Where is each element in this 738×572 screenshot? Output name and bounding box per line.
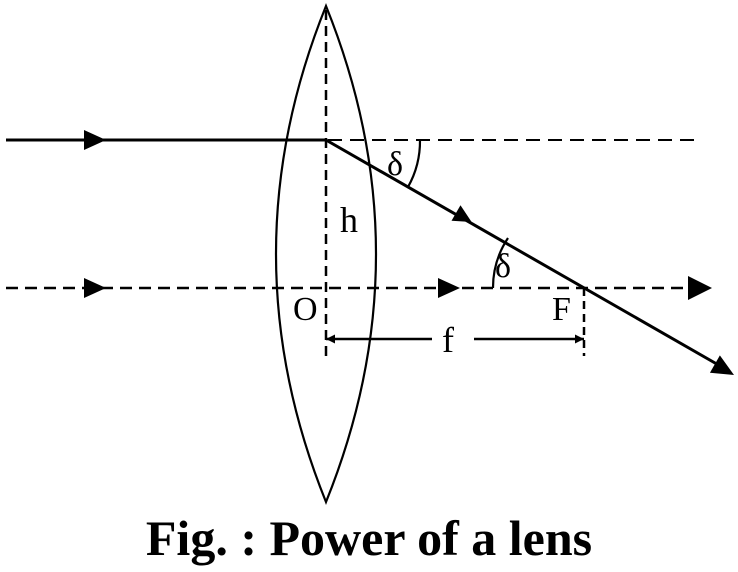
refracted-ray-end-arrow	[709, 355, 734, 375]
angle-label-lower: δ	[495, 248, 511, 285]
refracted-ray-arrow	[451, 205, 472, 222]
optical-center-label: O	[293, 291, 318, 328]
figure-caption: Fig. : Power of a lens	[145, 510, 593, 566]
refracted-ray	[325, 138, 723, 369]
height-label: h	[340, 200, 358, 240]
principal-axis-arrow-1	[84, 278, 106, 298]
angle-arc-lower	[491, 237, 509, 289]
angle-label-upper: δ	[387, 146, 403, 183]
principal-axis-end-arrow	[688, 276, 712, 300]
incident-ray-arrow	[84, 130, 106, 150]
angle-arc-upper	[407, 139, 422, 188]
focal-length-label: f	[442, 320, 454, 360]
focal-point-label: F	[552, 291, 571, 328]
principal-axis-arrow-2	[438, 278, 460, 298]
